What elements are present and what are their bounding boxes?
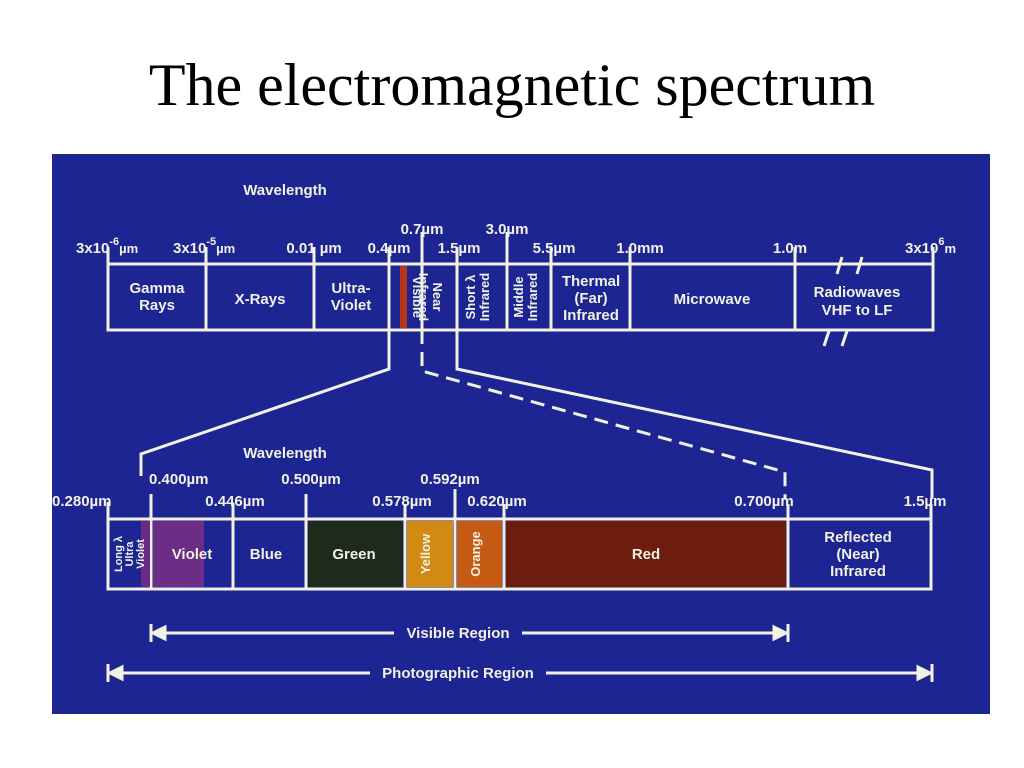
top-tick-label: 3x106m [905, 236, 956, 257]
bottom-tick-label: 0.280µm [52, 493, 112, 510]
top-axis-title: Wavelength [243, 182, 327, 199]
segment-green: Green [332, 546, 375, 563]
visible-region-label: Visible Region [406, 625, 509, 642]
bottom-tick-label: 0.446µm [205, 493, 265, 510]
segment-ultraviolet: Ultra-Violet [331, 280, 372, 314]
segment-long-uv: Long λUltraViolet [113, 536, 147, 572]
photographic-region-arrowhead-left [106, 664, 124, 682]
top-tick-label: 3x10-6µm [76, 236, 138, 257]
top-tick-label: 0.01 µm [286, 240, 341, 257]
top-bar-outline [106, 262, 935, 332]
long-uv-fill [141, 521, 150, 587]
top-tick-label: 1.0mm [616, 240, 664, 257]
axis-break-mark [822, 330, 831, 347]
top-tick-label: 1.0m [773, 240, 807, 257]
visible-region-arrowhead-right [772, 624, 790, 642]
segment-short-infrared: Short λInfrared [463, 273, 492, 321]
slide-title: The electromagnetic spectrum [148, 52, 876, 118]
violet-fill [153, 521, 204, 587]
segment-reflected-near-infrared: Reflected(Near)Infrared [824, 529, 892, 580]
segment-visible: Visible [410, 276, 425, 318]
segment-middle-infrared: MiddleInfrared [511, 273, 540, 321]
zoom-connector-right [455, 330, 934, 499]
bottom-bar-outline [106, 517, 933, 591]
segment-thermal-infrared: Thermal(Far)Infrared [562, 273, 620, 324]
segment-x-rays: X-Rays [235, 291, 286, 308]
segment-orange: Orange [468, 531, 483, 577]
spectrum-diagram-panel: Wavelength 3x10-6µm 3x10-5µm 0.01 µm 0.4… [52, 154, 990, 714]
top-tick-label: 0.4µm [368, 240, 411, 257]
yellow-fill [407, 521, 453, 587]
top-tick-label: 3x10-5µm [173, 236, 235, 257]
segment-violet: Violet [172, 546, 213, 563]
top-tick-label: 0.7µm [401, 221, 444, 238]
bottom-tick-label: 1.5µm [904, 493, 947, 510]
visible-region-arrowhead-left [149, 624, 167, 642]
axis-break-mark [840, 330, 849, 347]
visible-color-strip [400, 266, 407, 328]
segment-microwave: Microwave [674, 291, 751, 308]
bottom-tick-label: 0.700µm [734, 493, 794, 510]
bottom-axis-title: Wavelength [243, 445, 327, 462]
axis-break-mark [855, 256, 864, 275]
top-tick-label: 3.0µm [486, 221, 529, 238]
bottom-tick-label: 0.592µm [420, 471, 480, 488]
photographic-region-arrowhead-right [916, 664, 934, 682]
zoom-connector-left [139, 330, 391, 476]
segment-yellow: Yellow [418, 533, 433, 574]
zoom-connector-visible [420, 330, 787, 499]
bottom-tick-label: 0.500µm [281, 471, 341, 488]
top-tick-label: 5.5µm [533, 240, 576, 257]
bottom-tick-label: 0.578µm [372, 493, 432, 510]
photographic-region-label: Photographic Region [382, 665, 534, 682]
green-fill [308, 521, 403, 587]
axis-break-mark [835, 256, 844, 275]
segment-blue: Blue [250, 546, 283, 563]
orange-fill [457, 521, 502, 587]
top-tick-label: 1.5µm [438, 240, 481, 257]
bottom-tick-label: 0.620µm [467, 493, 527, 510]
segment-red: Red [632, 546, 660, 563]
segment-near-infrared: NearInfrared [416, 273, 445, 321]
bottom-tick-label: 0.400µm [149, 471, 209, 488]
red-fill [506, 521, 786, 587]
spectrum-diagram: Wavelength 3x10-6µm 3x10-5µm 0.01 µm 0.4… [52, 182, 956, 682]
